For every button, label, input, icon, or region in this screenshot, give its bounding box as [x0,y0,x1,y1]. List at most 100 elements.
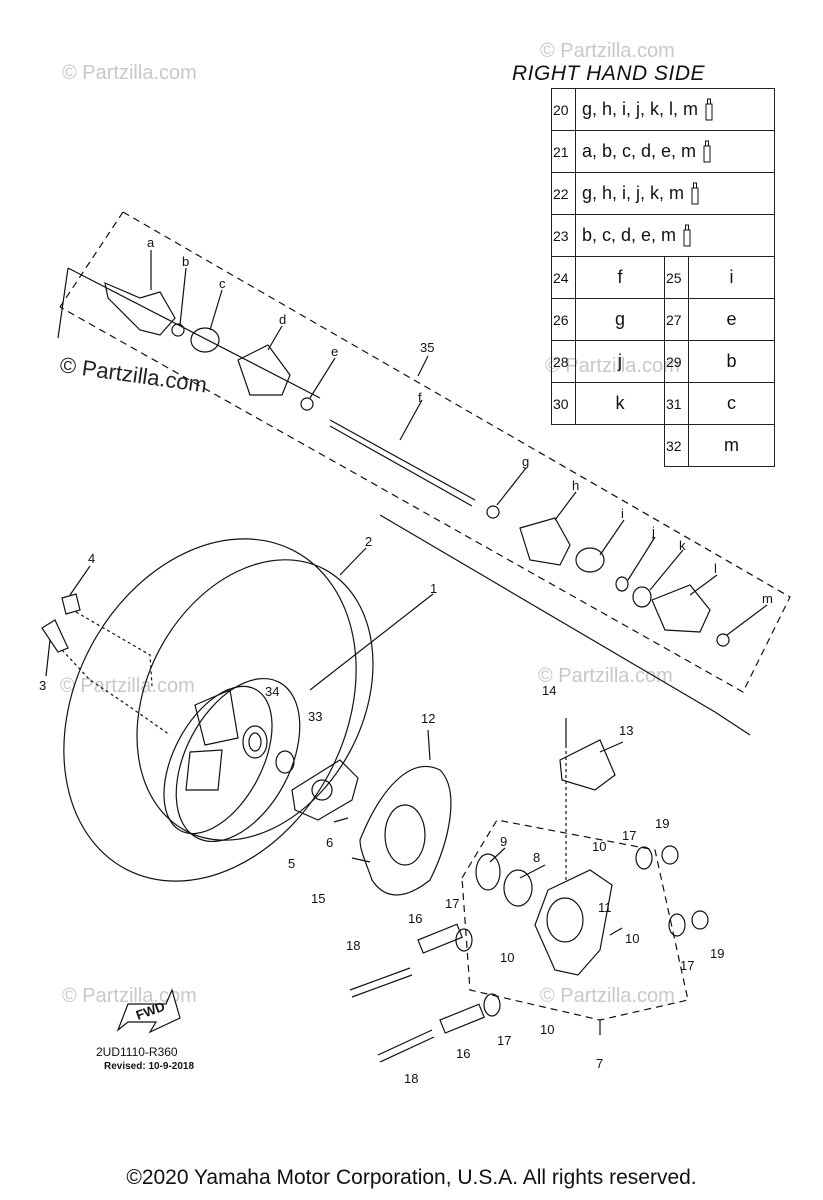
callout-m: m [762,591,773,606]
bearing-8 [503,869,533,907]
callout-a: a [147,235,155,250]
knuckle-7 [534,869,613,976]
ref-number: 30 [551,382,576,425]
callout-18a: 18 [346,938,360,953]
callout-f: f [418,390,422,405]
callout-10a: 10 [592,839,606,854]
callout-33: 33 [308,709,322,724]
diagram-code: 2UD1110-R360 [96,1045,178,1059]
callout-11: 11 [598,900,612,915]
bearing-34 [242,725,268,759]
callout-35: 35 [420,340,434,355]
callout-3: 3 [39,678,46,693]
callout-d: d [279,312,286,327]
grease-tube-icon [683,224,691,246]
callout-6: 6 [326,835,333,850]
callout-17a: 17 [445,896,459,911]
axle-shaft-f [329,419,476,501]
callout-12: 12 [421,711,435,726]
ref-letters: b, c, d, e, m [582,224,677,245]
callout-34: 34 [265,684,279,699]
grease-tube-icon [703,140,711,162]
ref-number: 22 [551,172,576,215]
callout-2: 2 [365,534,372,549]
callout-18b: 18 [404,1071,418,1086]
watermark: © Partzilla.com [538,665,673,687]
ref-letters: g, h, i, j, k, m [582,182,685,203]
callout-l: l [714,561,717,576]
collar-16-lower [439,1003,485,1034]
grease-tube-icon [705,98,713,120]
watermark: © Partzilla.com [540,40,675,62]
boot-d [237,344,291,396]
callout-10b: 10 [500,950,514,965]
callout-15: 15 [311,891,325,906]
callout-10c: 10 [540,1022,554,1037]
diagram-title: RIGHT HAND SIDE [512,62,706,85]
callout-j: j [651,524,655,539]
ref-number: 26 [551,298,576,341]
watermark: © Partzilla.com [62,62,197,84]
valve-cap-4 [61,593,81,615]
callout-7: 7 [596,1056,603,1071]
ref-letter: g [575,298,665,341]
callout-g: g [522,454,529,469]
callout-17c: 17 [622,828,636,843]
tire [63,538,357,882]
fwd-arrow-icon: FWD [116,988,181,1034]
ref-parts: a, b, c, d, e, m [575,130,775,173]
callout-19a: 19 [655,816,669,831]
bolt-18-lower [377,1029,433,1056]
callout-1: 1 [430,581,437,596]
callout-4: 4 [88,551,95,566]
cv-joint-l [651,584,711,633]
callout-17b: 17 [497,1033,511,1048]
callout-i: i [621,506,624,521]
hub-5 [291,759,359,821]
watermark: © Partzilla.com [62,985,197,1007]
callout-17d: 17 [680,958,694,973]
callout-14: 14 [542,683,556,698]
ref-letter: b [688,340,775,383]
collar-33 [275,750,295,774]
callout-16a: 16 [408,911,422,926]
ref-number: 32 [664,424,689,467]
bracket-13 [559,739,616,791]
callout-c: c [219,276,226,291]
callout-5: 5 [288,856,295,871]
callout-16b: 16 [456,1046,470,1061]
ref-parts: g, h, i, j, k, l, m [575,88,775,131]
ref-letter: m [688,424,775,467]
cv-joint-a [104,281,176,336]
callout-10d: 10 [625,931,639,946]
callout-k: k [679,538,686,553]
callout-h: h [572,478,579,493]
assembly-35-outline [59,211,791,693]
ref-letters: g, h, i, j, k, l, m [582,98,699,119]
watermark: © Partzilla.com [60,675,195,697]
ref-letter: k [575,382,665,425]
callout-e: e [331,344,338,359]
wheel-rim [175,677,301,843]
ref-letter: i [688,256,775,299]
copyright-footer: ©2020 Yamaha Motor Corporation, U.S.A. A… [126,1166,697,1189]
bolt-18-upper [349,967,411,991]
ref-letter: f [575,256,665,299]
callout-9: 9 [500,834,507,849]
revision-date: Revised: 10-9-2018 [104,1061,195,1072]
valve-3 [41,619,69,653]
boot-h [519,517,571,566]
callout-b: b [182,254,189,269]
watermark: © Partzilla.com [540,985,675,1007]
ref-number: 23 [551,214,576,257]
callout-8: 8 [533,850,540,865]
ref-letter: c [688,382,775,425]
